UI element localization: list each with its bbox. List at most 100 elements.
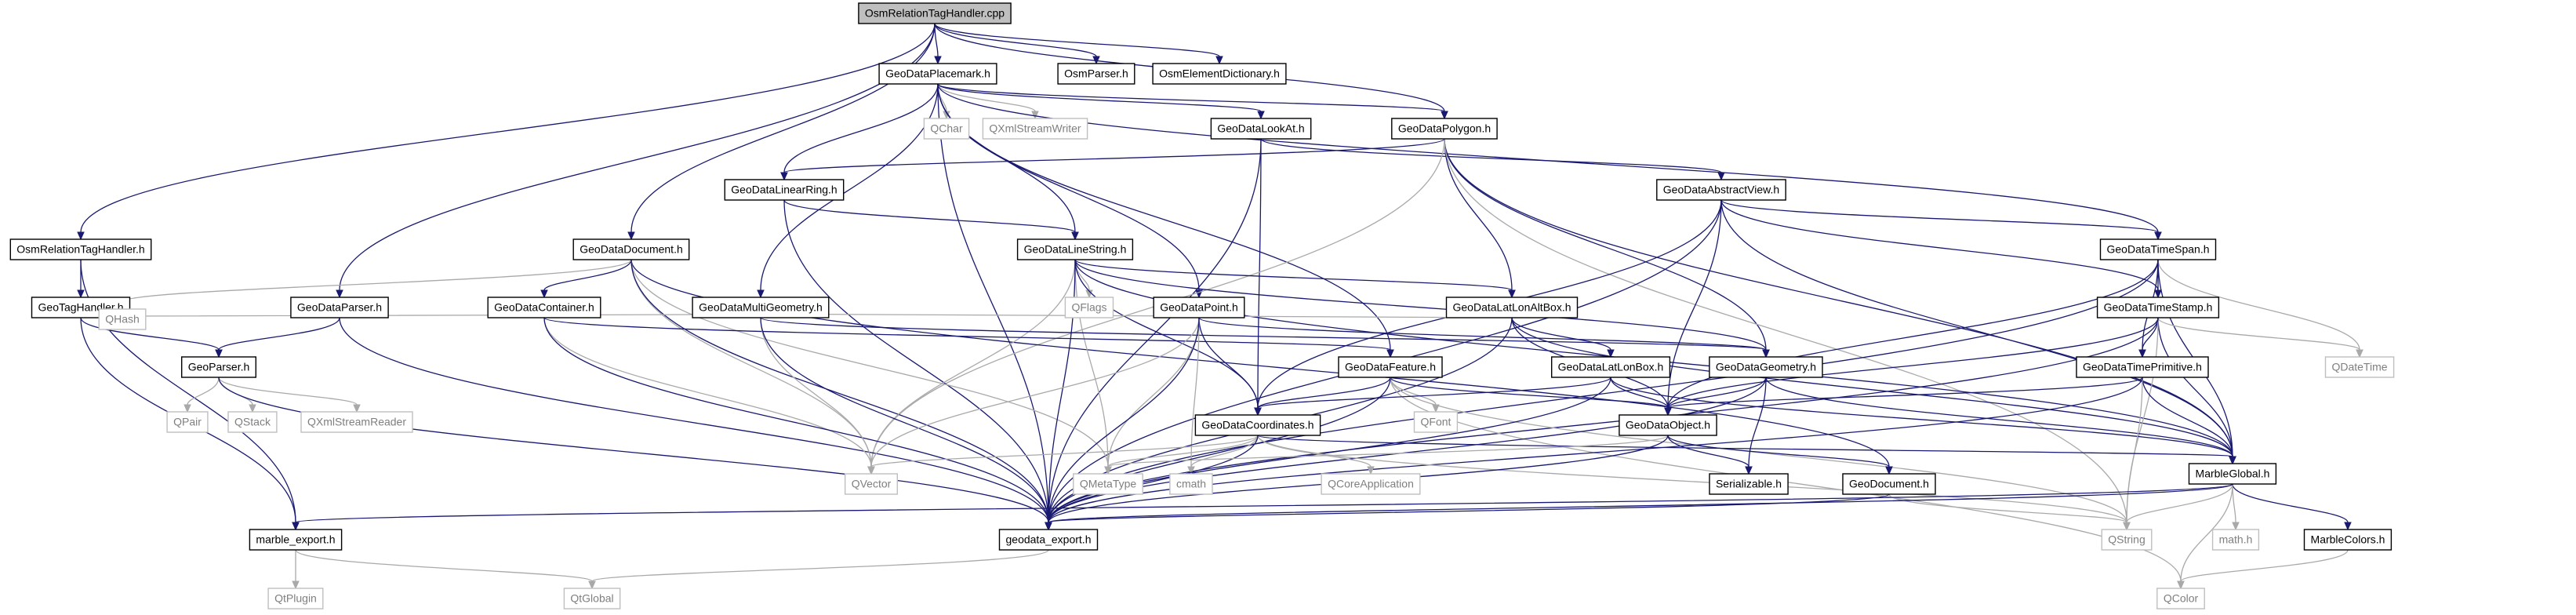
- node-geodatapoint-h[interactable]: GeoDataPoint.h: [1153, 297, 1245, 318]
- node-box: [1016, 238, 1134, 260]
- node-cmath[interactable]: cmath: [1169, 473, 1213, 495]
- edge-line: [630, 259, 1049, 523]
- edge-geodataabstractview-h-to-geodatatimestamp-h: [1720, 199, 2162, 299]
- node-box: [2303, 529, 2393, 551]
- node-label: GeoDataLinearRing.h: [731, 184, 837, 196]
- node-geodataabstractview-h[interactable]: GeoDataAbstractView.h: [1656, 179, 1786, 201]
- edge-line: [543, 317, 872, 468]
- node-qstring[interactable]: QString: [2101, 529, 2153, 551]
- node-label: QDateTime: [2331, 361, 2387, 373]
- node-serializable-h[interactable]: Serializable.h: [1709, 473, 1789, 495]
- node-qcoreapplication[interactable]: QCoreApplication: [1321, 473, 1421, 495]
- node-geodataplacemark-h[interactable]: GeoDataPlacemark.h: [878, 63, 997, 85]
- edge-geodatacoordinates-h-to-cmath: [1187, 435, 1259, 475]
- node-box: [180, 356, 256, 378]
- node-box: [1210, 118, 1312, 140]
- edge-line: [937, 83, 1445, 112]
- node-qstack[interactable]: QStack: [227, 411, 278, 433]
- node-geoparser-h[interactable]: GeoParser.h: [180, 356, 256, 378]
- edge-geodataplacemark-h-to-geodatapolygon-h: [937, 83, 1448, 120]
- node-osmparser-h[interactable]: OsmParser.h: [1057, 63, 1135, 85]
- node-qmetatype[interactable]: QMetaType: [1073, 473, 1143, 495]
- node-qdatetime[interactable]: QDateTime: [2324, 356, 2395, 378]
- edge-line: [1667, 377, 1767, 409]
- node-qflags[interactable]: QFlags: [1064, 297, 1114, 318]
- node-label: cmath: [1176, 478, 1206, 490]
- edge-line: [2142, 377, 2233, 457]
- node-qxmlstreamreader[interactable]: QXmlStreamReader: [300, 411, 413, 433]
- edge-geodatalinearring-h-to-geodatalinestring-h: [783, 199, 1079, 241]
- node-geodatacontainer-h[interactable]: GeoDataContainer.h: [487, 297, 601, 318]
- node-qchar[interactable]: QChar: [923, 118, 970, 140]
- node-geodatapolygon-h[interactable]: GeoDataPolygon.h: [1391, 118, 1498, 140]
- node-label: GeoDataFeature.h: [1345, 361, 1436, 373]
- node-box: [1064, 297, 1114, 318]
- node-label: QtGlobal: [570, 592, 613, 605]
- node-geodatatimeprimitive-h[interactable]: GeoDataTimePrimitive.h: [2076, 356, 2209, 378]
- node-geodataparser-h[interactable]: GeoDataParser.h: [290, 297, 389, 318]
- node-box: [998, 529, 1099, 551]
- arrow-head-icon: [2138, 349, 2146, 358]
- node-box: [1073, 473, 1143, 495]
- node-osmrelationtaghandler-h[interactable]: OsmRelationTagHandler.h: [9, 238, 152, 260]
- node-marbleglobal-h[interactable]: MarbleGlobal.h: [2188, 463, 2277, 485]
- node-geodataobject-h[interactable]: GeoDataObject.h: [1619, 414, 1717, 436]
- node-qxmlstreamwriter[interactable]: QXmlStreamWriter: [982, 118, 1088, 140]
- edge-line: [783, 83, 939, 173]
- node-geodatalatlonbox-h[interactable]: GeoDataLatLonBox.h: [1550, 356, 1671, 378]
- node-label: GeoDataPoint.h: [1160, 301, 1238, 314]
- node-box: [1709, 473, 1789, 495]
- edge-line: [122, 259, 632, 303]
- node-geodatalookat-h[interactable]: GeoDataLookAt.h: [1210, 118, 1312, 140]
- node-geodatalinestring-h[interactable]: GeoDataLineString.h: [1016, 238, 1134, 260]
- node-label: GeoDataLineString.h: [1024, 243, 1127, 256]
- node-geodatadocument-h[interactable]: GeoDataDocument.h: [572, 238, 690, 260]
- node-qvector[interactable]: QVector: [844, 473, 898, 495]
- edge-line: [1720, 199, 2159, 291]
- node-qpair[interactable]: QPair: [166, 411, 209, 433]
- node-geodatatimespan-h[interactable]: GeoDataTimeSpan.h: [2099, 238, 2217, 260]
- node-qcolor[interactable]: QColor: [2156, 588, 2205, 610]
- edge-line: [295, 549, 593, 582]
- node-math-h[interactable]: math.h: [2211, 529, 2260, 551]
- node-geodatacoordinates-h[interactable]: GeoDataCoordinates.h: [1194, 414, 1321, 436]
- edge-line: [1748, 377, 1767, 468]
- node-geodatamultigeometry-h[interactable]: GeoDataMultiGeometry.h: [692, 297, 830, 318]
- node-qhash[interactable]: QHash: [98, 308, 147, 330]
- edge-line: [1667, 377, 2143, 409]
- edge-line: [1107, 435, 1259, 468]
- node-geodatafeature-h[interactable]: GeoDataFeature.h: [1338, 356, 1443, 378]
- edge-line: [1610, 377, 1669, 409]
- node-qtplugin[interactable]: QtPlugin: [267, 588, 324, 610]
- node-geodatalinearring-h[interactable]: GeoDataLinearRing.h: [724, 179, 845, 201]
- node-osmelementdictionary-h[interactable]: OsmElementDictionary.h: [1152, 63, 1287, 85]
- edge-geodatapolygon-h-to-geodatalinearring-h: [780, 138, 1445, 181]
- edge-marbleglobal-h-to-qstring: [2123, 483, 2233, 531]
- node-geodocument-h[interactable]: GeoDocument.h: [1842, 473, 1936, 495]
- edge-geodataplacemark-h-to-geodatapoint-h: [937, 83, 1203, 299]
- edge-geodatacontainer-h-to-geodata-export-h: [543, 317, 1052, 531]
- node-box: [2101, 529, 2153, 551]
- node-geodata-export-h[interactable]: geodata_export.h: [998, 529, 1099, 551]
- node-marble-export-h[interactable]: marble_export.h: [249, 529, 343, 551]
- node-label: math.h: [2219, 533, 2253, 546]
- edge-line: [1257, 377, 1391, 409]
- node-label: GeoDataParser.h: [297, 301, 382, 314]
- node-label: MarbleColors.h: [2311, 533, 2385, 546]
- arrow-head-icon: [2344, 522, 2352, 531]
- edge-line: [1048, 377, 2143, 523]
- node-osmrelationtaghandler-cpp[interactable]: OsmRelationTagHandler.cpp: [858, 2, 1012, 24]
- node-qfont[interactable]: QFont: [1413, 411, 1459, 433]
- node-geodatalatlonaltbox-h[interactable]: GeoDataLatLonAltBox.h: [1445, 297, 1579, 318]
- edge-marbleglobal-h-to-marble-export-h: [292, 483, 2233, 531]
- node-label: geodata_export.h: [1006, 533, 1092, 546]
- node-geodatatimestamp-h[interactable]: GeoDataTimeStamp.h: [2096, 297, 2220, 318]
- node-geodatageometry-h[interactable]: GeoDataGeometry.h: [1709, 356, 1823, 378]
- edge-line: [783, 199, 1076, 233]
- edge-marbleglobal-h-to-marblecolors-h: [2232, 483, 2352, 531]
- node-marblecolors-h[interactable]: MarbleColors.h: [2303, 529, 2393, 551]
- edge-line: [1048, 138, 1262, 523]
- node-box: [844, 473, 898, 495]
- arrow-head-icon: [2177, 580, 2185, 590]
- node-qtglobal[interactable]: QtGlobal: [563, 588, 621, 610]
